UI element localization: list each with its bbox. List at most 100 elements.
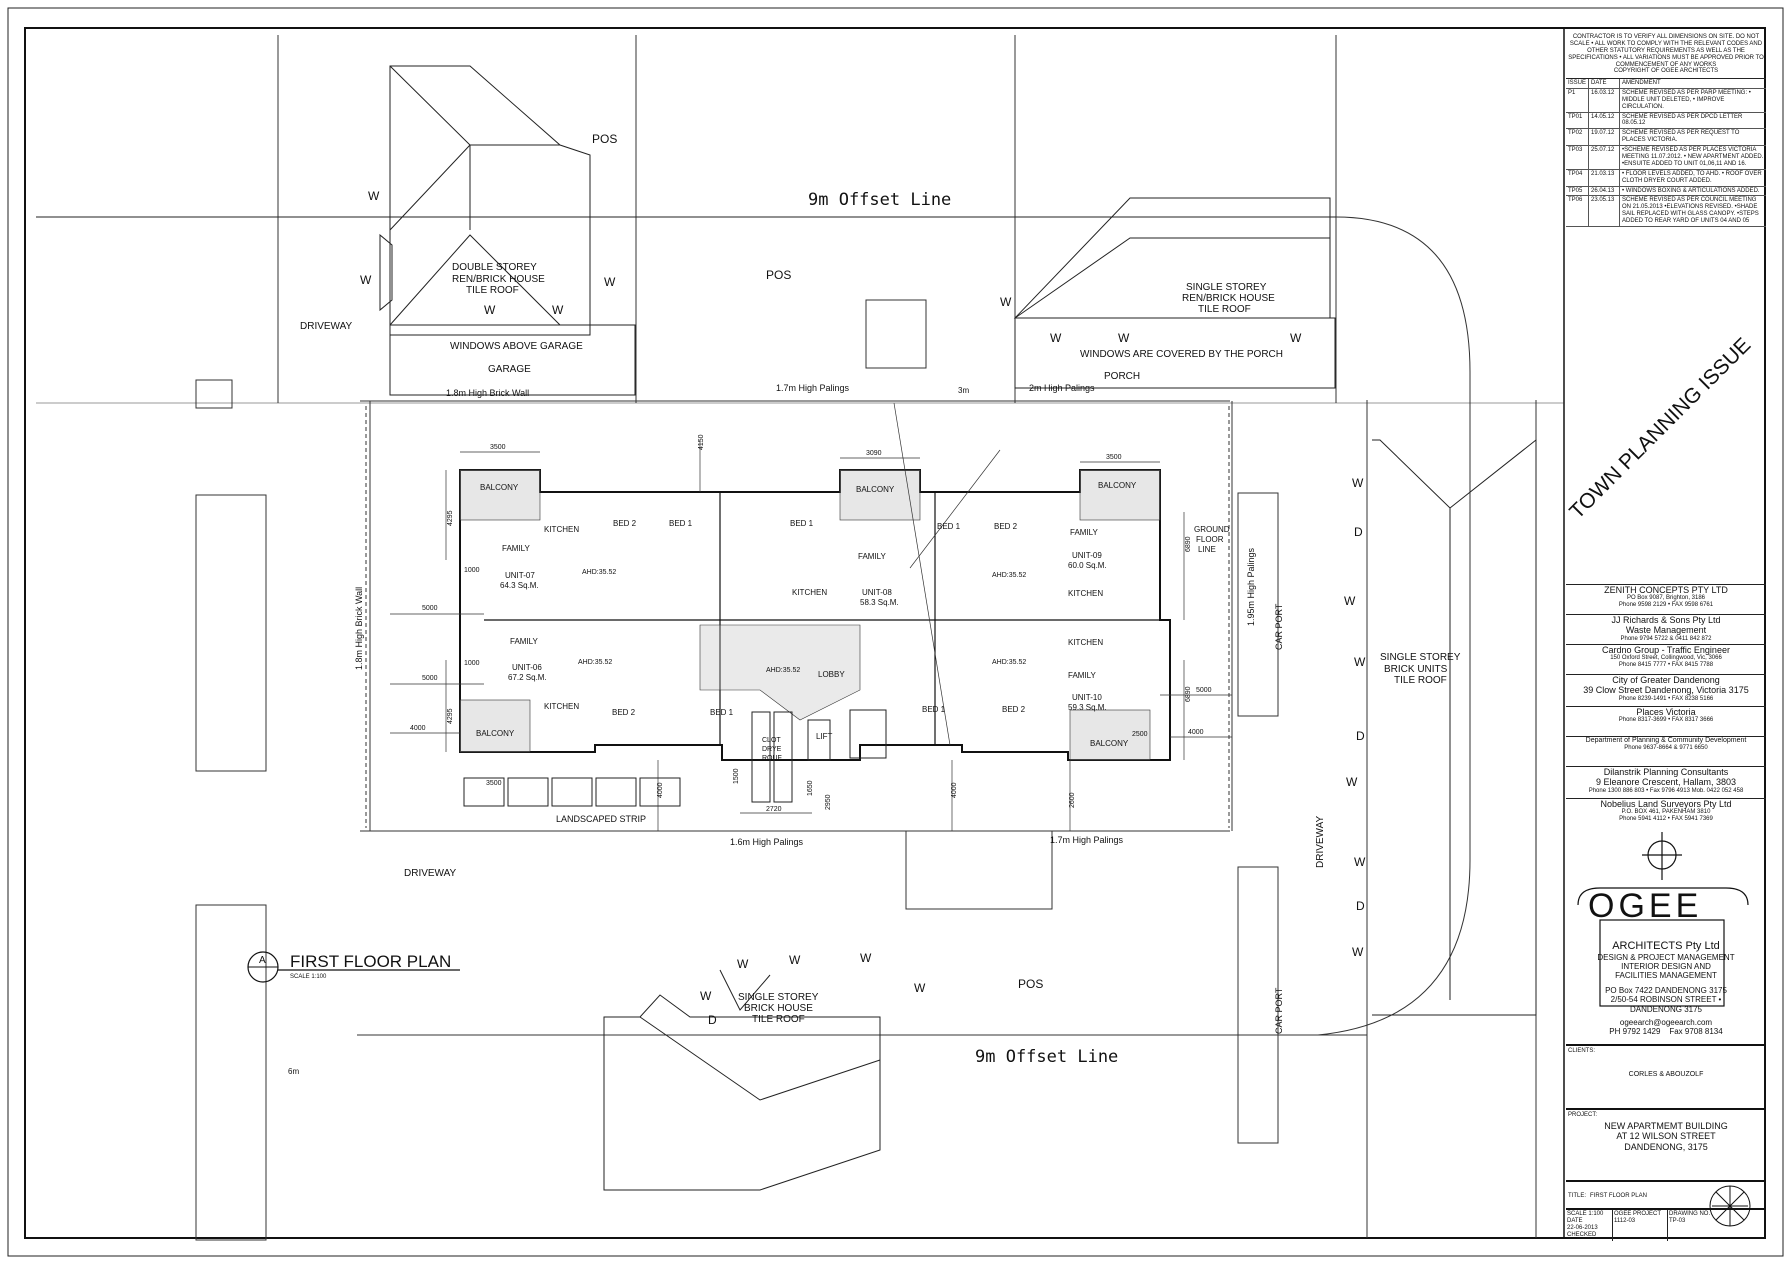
dimension-lines — [390, 440, 1232, 831]
dim-value: 6890 — [1185, 686, 1192, 702]
consultant-line: Phone 5941 4112 • FAX 5941 7369 — [1619, 816, 1713, 823]
consultant-name: Dilanstrik Planning Consultants — [1603, 767, 1729, 777]
label-neighbour: BRICK UNITS — [1384, 664, 1448, 675]
project-line: DANDENONG, 3175 — [1624, 1141, 1708, 1152]
dim-value: 2720 — [766, 806, 782, 813]
window-marker: W — [552, 303, 564, 317]
client-label: CLIENTS: — [1568, 1048, 1596, 1054]
firm-address: PO Box 7422 DANDENONG 3175 — [1605, 986, 1727, 996]
dim-value: 2950 — [825, 794, 832, 810]
dim-value: 1000 — [464, 567, 480, 574]
neighbour-house-ne — [1013, 197, 1336, 389]
label-palings: 1.7m High Palings — [1050, 835, 1124, 845]
firm-phone: PH 9792 1429 — [1609, 1026, 1661, 1036]
revision-header: ISSUE DATE AMENDMENT — [1566, 79, 1766, 89]
unit-area: 59.3 Sq.M. — [1068, 703, 1107, 712]
level-ahd: AHD:35.52 — [766, 667, 800, 674]
room-family: FAMILY — [1068, 671, 1097, 680]
room-bed: BED 1 — [790, 519, 814, 528]
drawing-no: TP-03 — [1669, 1217, 1686, 1224]
consultant-entry: Places Victoria Phone 8317-3699 • FAX 83… — [1566, 706, 1766, 735]
window-marker: W — [1118, 331, 1130, 345]
title-block: CONTRACTOR IS TO VERIFY ALL DIMENSIONS O… — [1566, 32, 1766, 1241]
dim-value: 1000 — [464, 660, 480, 667]
door-marker: D — [1356, 729, 1365, 743]
rev-id: TP06 — [1566, 196, 1589, 227]
label-neighbour: REN/BRICK HOUSE — [1182, 293, 1275, 304]
label-windows-above-garage: WINDOWS ABOVE GARAGE — [450, 341, 583, 352]
label-neighbour: SINGLE STOREY — [1186, 282, 1267, 293]
revision-row: TP05 26.04.13 • WINDOWS BOXING & ARTICUL… — [1566, 186, 1766, 197]
consultant-line: Phone 9794 5722 & 0411 842 872 — [1620, 635, 1712, 642]
consultant-name: City of Greater Dandenong — [1612, 675, 1720, 685]
rev-text: •SCHEME REVISED AS PER PLACES VICTORIA M… — [1622, 147, 1764, 167]
room-labels: BALCONY BALCONY BALCONY BALCONY BALCONY … — [476, 481, 1137, 762]
rev-header-date: DATE — [1589, 79, 1620, 88]
consultant-line: P.O. BOX 461, PAKENHAM 3810 — [1621, 809, 1711, 816]
revision-row: P1 16.03.12 SCHEME REVISED AS PER PARP M… — [1566, 88, 1766, 113]
consultant-entry: Department of Planning & Community Devel… — [1566, 736, 1766, 765]
rev-date: 26.04.13 — [1589, 186, 1620, 196]
room-bed: BED 2 — [613, 519, 637, 528]
label-palings: 2m High Palings — [1029, 383, 1095, 393]
room-bed: BED 1 — [922, 705, 946, 714]
balcony-rail-bays — [463, 709, 887, 807]
copyright: COPYRIGHT OF OGEE ARCHITECTS — [1613, 68, 1719, 75]
label-pos: POS — [766, 268, 791, 282]
label-windows-porch: WINDOWS ARE COVERED BY THE PORCH — [1080, 349, 1283, 360]
window-marker: W — [789, 953, 801, 967]
firm-service: INTERIOR DESIGN AND — [1621, 961, 1711, 971]
consultant-name: JJ Richards & Sons Pty Ltd — [1611, 615, 1721, 625]
dim-value: 5000 — [422, 605, 438, 612]
rev-date: 19.07.12 — [1589, 129, 1620, 146]
plan-title: FIRST FLOOR PLAN — [290, 952, 451, 971]
room-bed: BED 1 — [710, 708, 734, 717]
label-driveway: DRIVEWAY — [404, 868, 457, 879]
drawing-title-box: TITLE: FIRST FLOOR PLAN — [1566, 1180, 1766, 1210]
balcony-hatching — [459, 469, 1161, 761]
project-label: PROJECT: — [1568, 1112, 1598, 1118]
room-family: FAMILY — [502, 544, 531, 553]
sightlines — [893, 402, 1001, 746]
label-neighbour: SINGLE STOREY — [1380, 652, 1461, 663]
ogee-logo — [1577, 832, 1749, 1007]
label-ground-floor: GROUND — [1194, 525, 1230, 534]
label-palings: 1.95m High Palings — [1246, 547, 1256, 626]
room-kitchen: KITCHEN — [544, 702, 579, 711]
project-box: PROJECT: NEW APARTMEMT BUILDING AT 12 WI… — [1566, 1108, 1766, 1182]
door-marker: D — [1356, 899, 1365, 913]
consultant-name: Cardno Group - Traffic Engineer — [1602, 645, 1730, 655]
consultant-entry: ZENITH CONCEPTS PTY LTD PO Box 9087, Bri… — [1566, 584, 1766, 613]
title-label: TITLE: — [1568, 1192, 1587, 1199]
date-label: DATE — [1567, 1217, 1583, 1224]
rev-text: • FLOOR LEVELS ADDED, TO AHD. • ROOF OVE… — [1622, 170, 1762, 184]
label-driveway: DRIVEWAY — [300, 321, 353, 332]
unit-labels: UNIT-07 64.3 Sq.M. UNIT-08 58.3 Sq.M. UN… — [500, 551, 1107, 712]
label-porch: PORCH — [1104, 371, 1140, 382]
consultant-line: 150 Oxford Street, Collingwood, Vic, 306… — [1610, 655, 1722, 662]
window-marker: W — [700, 989, 712, 1003]
label-neighbour: BRICK HOUSE — [744, 1003, 813, 1014]
dim-value: 6890 — [1185, 536, 1192, 552]
label-pos: POS — [1018, 977, 1043, 991]
label-palings: 1.6m High Palings — [730, 837, 804, 847]
label-dimension: 6m — [288, 1067, 299, 1076]
firm-service: DESIGN & PROJECT MANAGEMENT — [1597, 952, 1735, 962]
dim-value: 3090 — [866, 450, 882, 457]
revision-row: TP01 14.05.12 SCHEME REVISED AS PER DPCD… — [1566, 112, 1766, 130]
revision-row: TP02 19.07.12 SCHEME REVISED AS PER REQU… — [1566, 129, 1766, 147]
consultant-name: ZENITH CONCEPTS PTY LTD — [1604, 585, 1728, 595]
firm-email: ogeearch@ogeearch.com — [1619, 1017, 1713, 1027]
dimension-values: 3500 3090 3500 3500 4150 4295 4295 1000 … — [410, 434, 1212, 813]
room-bed: BED 2 — [1002, 705, 1026, 714]
plan-title-block: A FIRST FLOOR PLAN SCALE 1:100 — [247, 951, 460, 983]
room-family: FAMILY — [858, 552, 887, 561]
consultant-name: Nobelius Land Surveyors Pty Ltd — [1600, 799, 1732, 809]
window-markers: W W W W W W W W W W D W W D W W D W W W … — [360, 189, 1366, 1027]
drawing-no-label: DRAWING NO. — [1669, 1211, 1711, 1217]
label-neighbour: TILE ROOF — [1394, 675, 1447, 686]
dim-value: 3500 — [490, 444, 506, 451]
room-kitchen: KITCHEN — [1068, 638, 1103, 647]
label-dimension: 3m — [958, 386, 969, 395]
